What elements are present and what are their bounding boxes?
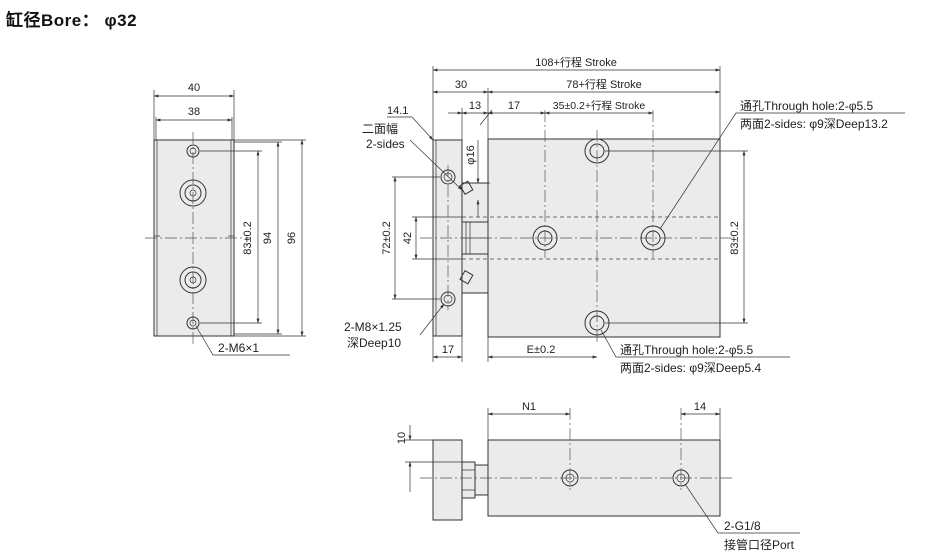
end-view-port-lower xyxy=(179,266,207,294)
bottom-view: N1 14 10 2-G1/8 接管口径Port xyxy=(396,401,800,552)
dim-e: E±0.2 xyxy=(527,344,556,356)
end-view: 40 38 83±0.2 94 96 2-M6×1 xyxy=(145,82,306,356)
dim-flange-thickness: 14.1 xyxy=(387,105,408,117)
end-view-height-mid: 94 xyxy=(262,232,274,244)
dim-42: 42 xyxy=(402,232,414,244)
dim-83-front: 83±0.2 xyxy=(729,221,741,255)
end-view-thread-note: 2-M6×1 xyxy=(218,341,259,355)
front-view-hole-right xyxy=(640,225,666,251)
through-hole-top-line2: 两面2-sides: φ9深Deep13.2 xyxy=(740,117,888,131)
flange-thread-line1: 2-M8×1.25 xyxy=(344,320,402,334)
dim-n1: N1 xyxy=(522,401,536,413)
end-view-height-outer: 96 xyxy=(286,232,298,244)
page-title: 缸径Bore： φ32 xyxy=(6,11,138,30)
through-hole-bottom-line2: 两面2-sides: φ9深Deep5.4 xyxy=(620,361,762,375)
dim-72: 72±0.2 xyxy=(381,221,393,255)
through-hole-bottom-line1: 通孔Through hole:2-φ5.5 xyxy=(620,343,754,357)
dim-14: 14 xyxy=(694,401,706,413)
dim-17-top: 17 xyxy=(508,100,520,112)
flange-thread-top xyxy=(440,169,456,185)
dim-30: 30 xyxy=(455,79,467,91)
end-view-height-inner: 83±0.2 xyxy=(242,221,254,255)
end-view-width-outer: 40 xyxy=(188,82,200,94)
dim-13: 13 xyxy=(469,100,481,112)
dim-10: 10 xyxy=(396,432,408,444)
end-view-hole-bottom xyxy=(186,316,200,330)
flange-thread-bottom xyxy=(440,291,456,307)
through-hole-top-line1: 通孔Through hole:2-φ5.5 xyxy=(740,99,874,113)
port-note-line2: 接管口径Port xyxy=(724,537,795,552)
dim-rod-diameter: φ16 xyxy=(465,145,477,164)
front-view: 108+行程 Stroke 30 78+行程 Stroke 13 17 35±0… xyxy=(344,56,905,375)
port-note-line1: 2-G1/8 xyxy=(724,519,761,533)
dim-overall-length: 108+行程 Stroke xyxy=(535,56,617,69)
dim-17-bottom: 17 xyxy=(442,344,454,356)
flange-thread-line2: 深Deep10 xyxy=(347,336,401,350)
two-sides-cn: 二面幅 xyxy=(362,121,398,136)
dim-hole-pitch: 35±0.2+行程 Stroke xyxy=(553,99,646,112)
end-view-hole-top xyxy=(186,144,200,158)
end-view-port-upper xyxy=(179,179,207,207)
end-view-width-inner: 38 xyxy=(188,106,200,118)
front-view-hole-left xyxy=(532,225,558,251)
two-sides-en: 2-sides xyxy=(366,137,405,151)
dim-body-length: 78+行程 Stroke xyxy=(566,78,642,91)
